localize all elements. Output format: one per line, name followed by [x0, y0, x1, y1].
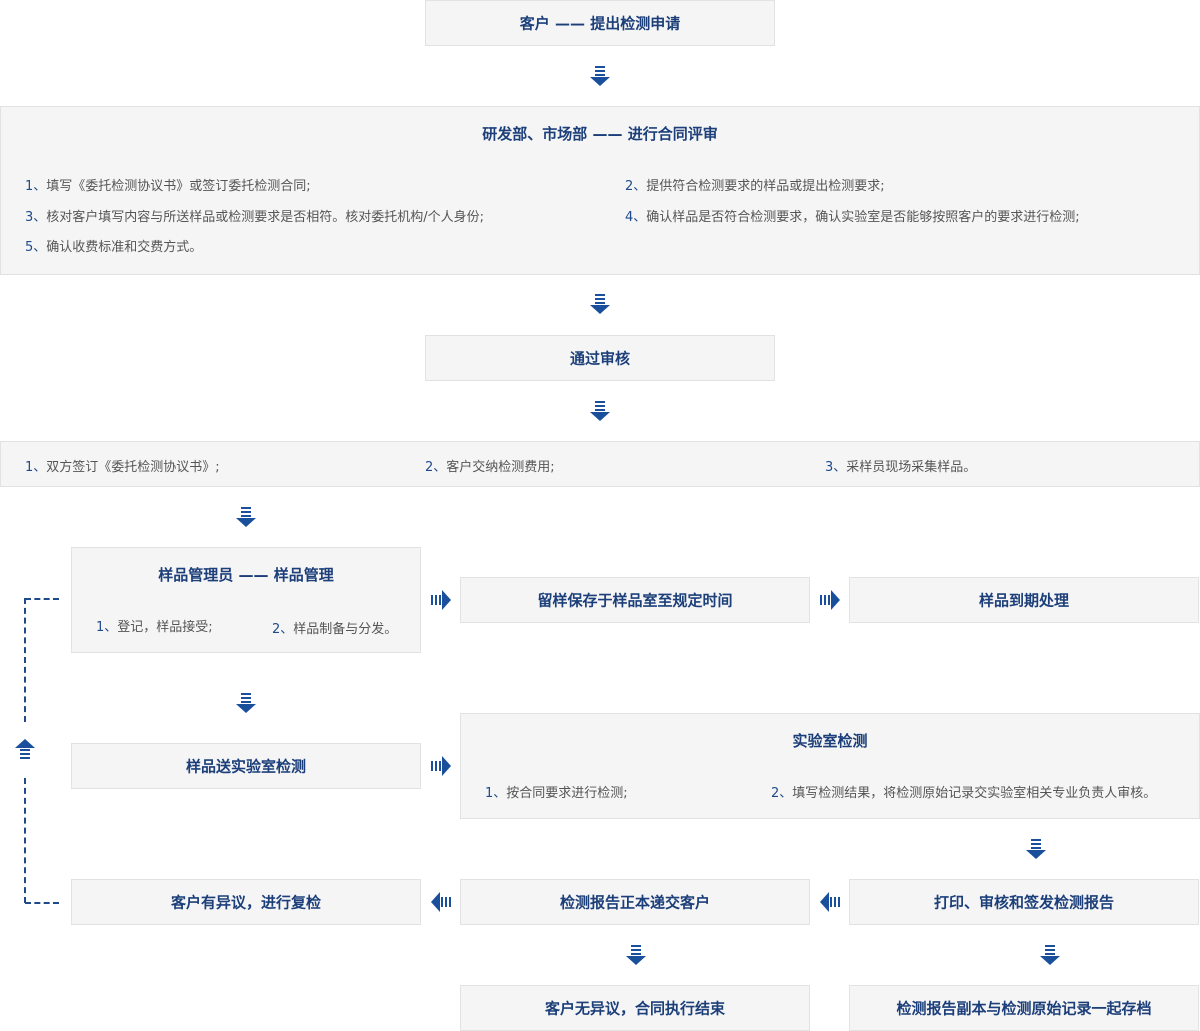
review-item-1: 1、填写《委托检测协议书》或签订委托检测合同;	[25, 179, 311, 194]
arrow-down-icon	[1040, 945, 1060, 965]
no-objection-box: 客户无异议，合同执行结束	[460, 985, 810, 1031]
lab-test-box: 实验室检测 1、按合同要求进行检测; 2、填写检测结果，将检测原始记录交实验室相…	[460, 713, 1200, 819]
retain-box: 留样保存于样品室至规定时间	[460, 577, 810, 623]
review-item-3: 3、核对客户填写内容与所送样品或检测要求是否相符。核对委托机构/个人身份;	[25, 210, 485, 225]
arrow-down-icon	[590, 294, 610, 314]
arrow-right-icon	[820, 590, 840, 610]
feedback-dashed-line-lower	[24, 778, 26, 903]
expire-title: 样品到期处理	[978, 591, 1069, 610]
sign-box: 1、双方签订《委托检测协议书》; 2、客户交纳检测费用; 3、采样员现场采集样品…	[0, 441, 1200, 487]
retain-title: 留样保存于样品室至规定时间	[537, 591, 733, 610]
sign-item-3: 3、采样员现场采集样品。	[825, 460, 977, 475]
objection-box: 客户有异议，进行复检	[71, 879, 421, 925]
contract-review-box: 研发部、市场部 —— 进行合同评审 1、填写《委托检测协议书》或签订委托检测合同…	[0, 106, 1200, 275]
sample-admin-item-1: 1、登记，样品接受;	[96, 620, 213, 635]
arrow-down-icon	[236, 507, 256, 527]
arrow-right-icon	[431, 756, 451, 776]
review-item-5: 5、确认收费标准和交费方式。	[25, 240, 203, 255]
deliver-box: 检测报告正本递交客户	[460, 879, 810, 925]
arrow-down-icon	[236, 693, 256, 713]
contract-review-title: 研发部、市场部 —— 进行合同评审	[482, 125, 718, 143]
feedback-dashed-line-upper	[24, 598, 26, 722]
lab-test-item-1: 1、按合同要求进行检测;	[485, 786, 628, 801]
lab-test-item-2: 2、填写检测结果，将检测原始记录交实验室相关专业负责人审核。	[771, 786, 1157, 801]
arrow-left-icon	[431, 892, 451, 912]
feedback-dashed-line-top	[25, 598, 59, 600]
client-apply-title: 客户 —— 提出检测申请	[519, 14, 681, 33]
arrow-down-icon	[590, 401, 610, 421]
deliver-title: 检测报告正本递交客户	[559, 893, 710, 912]
arrow-left-icon	[820, 892, 840, 912]
arrow-down-icon	[626, 945, 646, 965]
sample-admin-title: 样品管理员 —— 样品管理	[158, 566, 334, 584]
send-lab-box: 样品送实验室检测	[71, 743, 421, 789]
archive-title: 检测报告副本与检测原始记录一起存档	[896, 999, 1152, 1018]
arrow-down-icon	[1026, 839, 1046, 859]
arrow-right-icon	[431, 590, 451, 610]
archive-box: 检测报告副本与检测原始记录一起存档	[849, 985, 1199, 1031]
send-lab-title: 样品送实验室检测	[185, 757, 306, 776]
review-item-4: 4、确认样品是否符合检测要求，确认实验室是否能够按照客户的要求进行检测;	[625, 210, 1080, 225]
lab-test-title: 实验室检测	[792, 732, 868, 750]
print-box: 打印、审核和签发检测报告	[849, 879, 1199, 925]
approved-box: 通过审核	[425, 335, 775, 381]
sign-item-1: 1、双方签订《委托检测协议书》;	[25, 460, 220, 475]
expire-box: 样品到期处理	[849, 577, 1199, 623]
sample-admin-box: 样品管理员 —— 样品管理 1、登记，样品接受; 2、样品制备与分发。	[71, 547, 421, 653]
review-item-2: 2、提供符合检测要求的样品或提出检测要求;	[625, 179, 885, 194]
sample-admin-item-2: 2、样品制备与分发。	[272, 622, 398, 637]
arrow-up-icon	[15, 739, 35, 759]
approved-title: 通过审核	[569, 349, 630, 368]
feedback-dashed-line-bottom	[25, 902, 59, 904]
sign-item-2: 2、客户交纳检测费用;	[425, 460, 555, 475]
no-objection-title: 客户无异议，合同执行结束	[544, 999, 725, 1018]
arrow-down-icon	[590, 66, 610, 86]
print-title: 打印、审核和签发检测报告	[933, 893, 1114, 912]
client-apply-box: 客户 —— 提出检测申请	[425, 0, 775, 46]
objection-title: 客户有异议，进行复检	[170, 893, 321, 912]
